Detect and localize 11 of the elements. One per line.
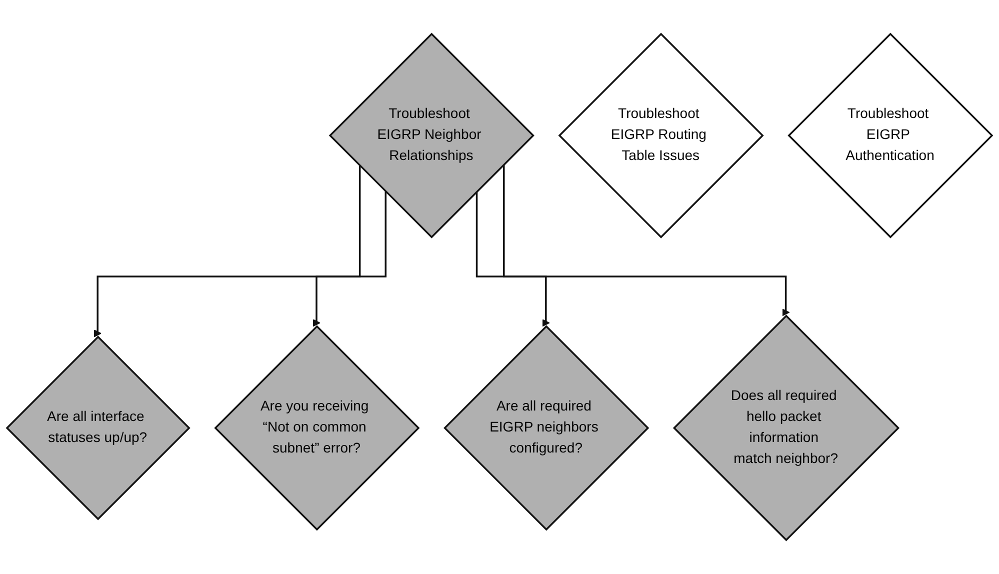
node-diamond: Are you receiving “Not on common subnet” error? [214, 325, 420, 531]
node-diamond: Troubleshoot EIGRP Authentication [788, 32, 994, 238]
node-diamond: Does all required hello packet information match neighbor? [672, 314, 900, 542]
arrow [94, 166, 361, 338]
node-diamond: Troubleshoot EIGRP Routing Table Issues [558, 32, 764, 238]
node-diamond: Are all required EIGRP neighbors configured? [444, 325, 650, 531]
node-diamond: Are all interface statuses up/up? [6, 336, 190, 520]
arrow [476, 192, 550, 327]
node-diamond: Troubleshoot EIGRP Neighbor Relationships [328, 32, 534, 238]
arrow [503, 164, 790, 316]
arrow [312, 192, 387, 327]
